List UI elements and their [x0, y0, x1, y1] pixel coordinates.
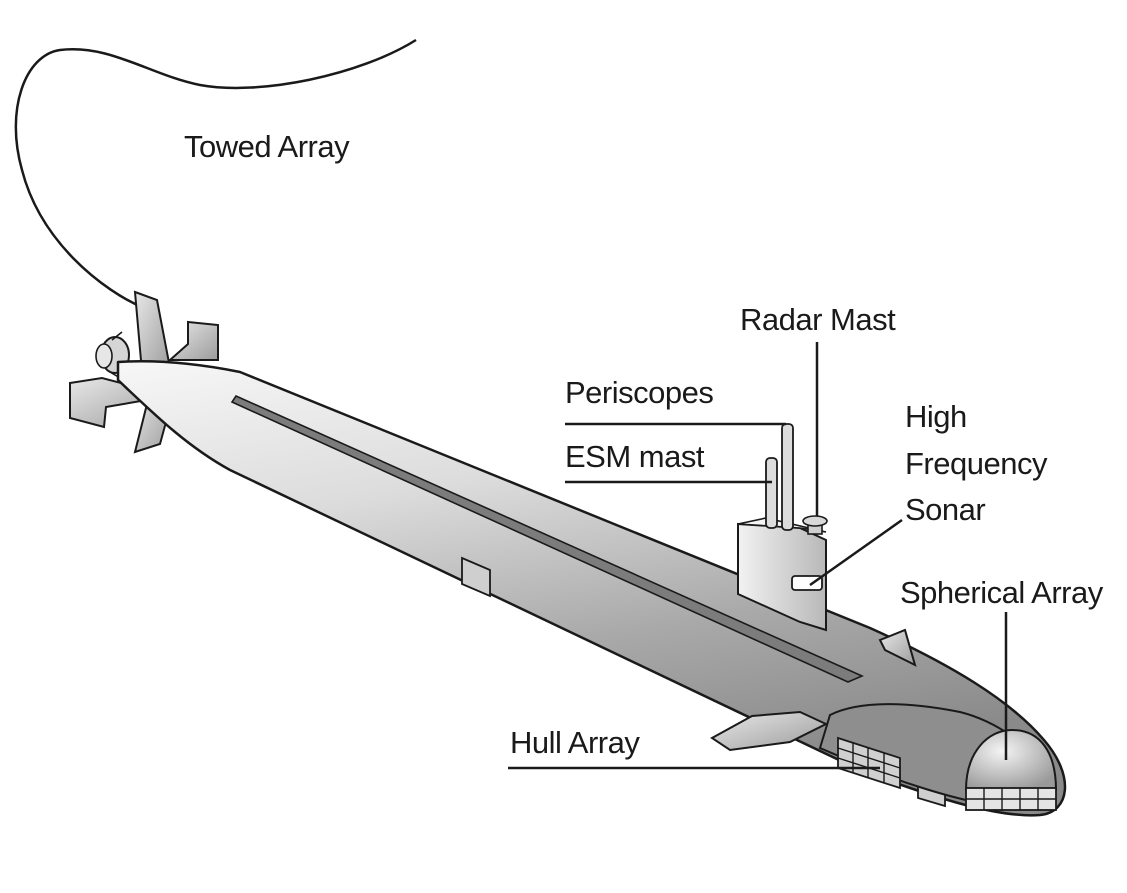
- periscopes-label: Periscopes: [565, 375, 713, 410]
- towed-array-cable: [14, 38, 417, 312]
- high-frequency-sonar-label-line2: Frequency: [905, 446, 1048, 481]
- upper-rudder: [133, 290, 172, 374]
- right-stern-plane: [167, 320, 219, 361]
- hull-recess: [230, 394, 864, 683]
- spherical-array-label: Spherical Array: [900, 575, 1104, 610]
- esm-mast-pole: [765, 457, 778, 529]
- bow-plane: [710, 710, 829, 752]
- hull: [116, 360, 1067, 817]
- propeller: [95, 331, 130, 379]
- towed-array-label: Towed Array: [184, 129, 350, 164]
- spherical-array: [964, 728, 1058, 811]
- bow-plane-upper: [878, 628, 917, 667]
- hull-hatch: [461, 556, 491, 598]
- masts: [765, 423, 828, 535]
- radar-dish: [802, 515, 828, 527]
- sonar-leader: [809, 518, 903, 587]
- esm-mast-label: ESM mast: [565, 439, 705, 474]
- hull-array-label: Hull Array: [510, 725, 640, 760]
- periscope: [781, 423, 794, 531]
- high-frequency-sonar-window: [791, 575, 823, 591]
- high-frequency-sonar-label-line3: Sonar: [905, 492, 985, 527]
- radar-mast-label: Radar Mast: [740, 302, 896, 337]
- high-frequency-sonar-label-line1: High: [905, 399, 967, 434]
